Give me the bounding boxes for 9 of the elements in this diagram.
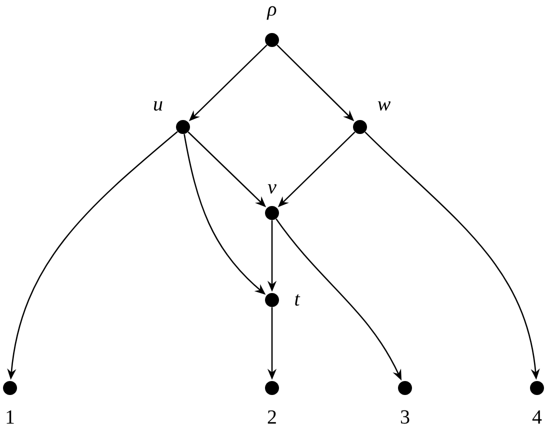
vertex-label: 4 — [532, 410, 542, 424]
vertex-label: w — [378, 101, 391, 111]
vertex-label: 1 — [6, 410, 14, 424]
vertex-label: 3 — [400, 410, 410, 424]
vertex-label: ρ — [266, 6, 276, 20]
vertex-label: t — [295, 294, 300, 306]
vertex-label: u — [154, 101, 162, 111]
vertex-label: v — [268, 184, 276, 194]
vertex-label: 2 — [268, 410, 276, 424]
